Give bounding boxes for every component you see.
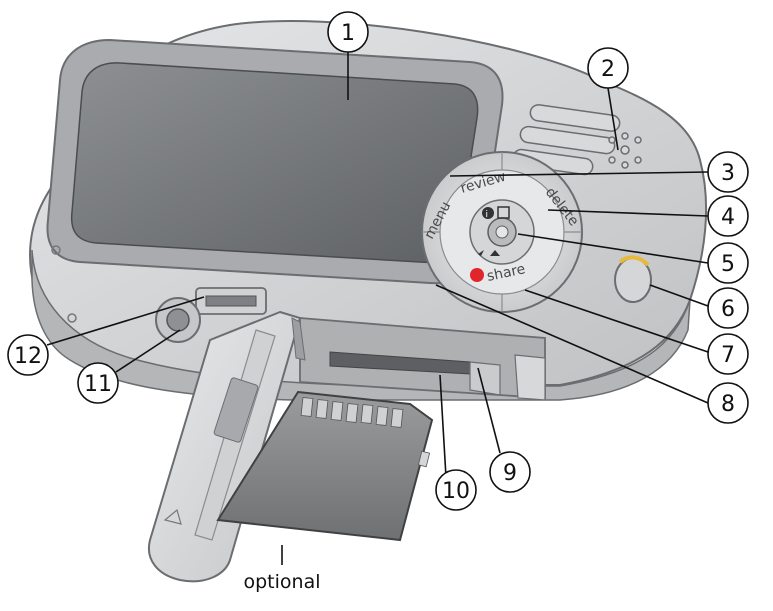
callout-12: 12 — [7, 334, 49, 376]
strap-post — [614, 255, 652, 303]
share-button-label[interactable]: share — [486, 261, 527, 285]
callout-number: 12 — [14, 344, 42, 369]
speaker-grille — [512, 104, 642, 176]
strap-ring — [618, 255, 650, 267]
callout-number: 9 — [503, 461, 517, 486]
info-icon — [482, 207, 494, 219]
callout-number: 7 — [721, 343, 735, 368]
svg-text:i: i — [486, 210, 489, 220]
card-latch — [469, 361, 501, 396]
callout-10: 10 — [435, 469, 477, 511]
callout-number: 2 — [601, 57, 615, 82]
callout-1: 1 — [327, 11, 369, 53]
card-compartment — [299, 317, 546, 401]
callout-number: 11 — [84, 372, 112, 397]
indicator-dot — [51, 245, 61, 255]
callout-9: 9 — [489, 451, 531, 493]
optional-caption: optional — [243, 571, 320, 593]
callout-8: 8 — [707, 382, 749, 424]
callout-6: 6 — [707, 287, 749, 329]
callout-2: 2 — [587, 47, 629, 89]
callout-number: 1 — [341, 21, 355, 46]
callout-number: 4 — [721, 205, 735, 230]
compartment-door — [147, 310, 306, 583]
callout-number: 5 — [721, 252, 735, 277]
callout-7: 7 — [707, 333, 749, 375]
control-pad: i review delete menu share — [421, 151, 583, 313]
lcd-screen — [70, 62, 479, 264]
callouts: 1 2 3 4 5 6 7 8 — [7, 11, 749, 511]
sd-card — [216, 390, 434, 542]
leader-lines — [46, 52, 709, 565]
callout-4: 4 — [707, 195, 749, 237]
callout-number: 8 — [721, 392, 735, 417]
share-dot — [470, 268, 484, 282]
callout-number: 6 — [721, 297, 735, 322]
callout-3: 3 — [707, 151, 749, 193]
callout-11: 11 — [77, 362, 119, 404]
callout-number: 10 — [442, 479, 470, 504]
mode-icon — [478, 250, 484, 256]
display-icon — [497, 206, 510, 219]
callout-number: 3 — [721, 161, 735, 186]
callout-5: 5 — [707, 242, 749, 284]
